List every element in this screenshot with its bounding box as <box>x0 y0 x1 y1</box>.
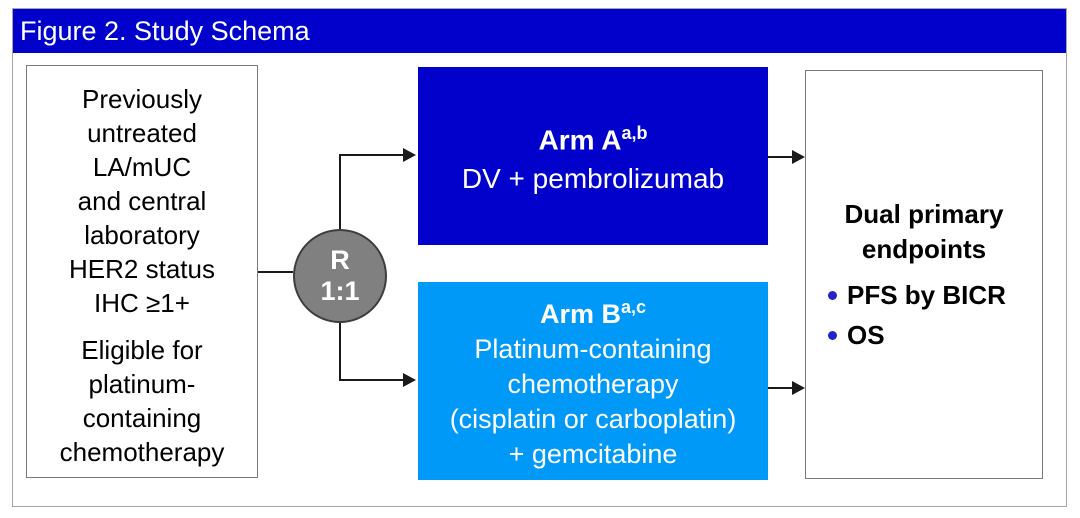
endpoints-heading-line: Dual primary <box>844 199 1004 229</box>
arm-b-name: Arm B <box>539 299 621 329</box>
endpoint-label: OS <box>847 319 885 350</box>
eligibility-line: untreated <box>87 118 197 148</box>
bullet-icon <box>828 330 837 340</box>
arm-b-title: Arm Ba,c <box>540 290 646 332</box>
eligibility-line: chemotherapy <box>59 437 225 467</box>
arrowhead-into-endpoints-top-icon <box>792 150 805 164</box>
eligibility-line: platinum- <box>88 369 196 399</box>
eligibility-line: containing <box>82 403 202 433</box>
arrowhead-into-arm-b-icon <box>403 373 416 387</box>
arm-b-treatment-line: chemotherapy <box>507 369 679 399</box>
bullet-icon <box>828 290 837 300</box>
arm-b-treatment-line: + gemcitabine <box>508 439 678 469</box>
eligibility-line: IHC ≥1+ <box>94 288 190 318</box>
endpoint-item: PFS by BICR <box>828 275 1042 315</box>
arrowhead-into-arm-a-icon <box>403 148 416 162</box>
arm-a-name: Arm A <box>538 124 622 156</box>
eligibility-line: Eligible for <box>81 335 203 365</box>
connector-arm-a-to-endpoints <box>768 156 793 158</box>
randomization-circle: R 1:1 <box>293 229 387 323</box>
eligibility-line: LA/mUC <box>92 152 192 182</box>
eligibility-line: and central <box>77 186 207 216</box>
eligibility-paragraph-2: Eligible for platinum- containing chemot… <box>27 333 257 469</box>
connector-randomization-to-arm-a-horizontal <box>339 154 403 156</box>
endpoint-item: OS <box>828 315 1042 355</box>
eligibility-box: Previously untreated LA/mUC and central … <box>26 65 258 478</box>
connector-randomization-to-arm-b-vertical <box>339 322 341 380</box>
randomization-ratio: 1:1 <box>320 276 360 306</box>
connector-randomization-to-arm-b-horizontal <box>339 379 403 381</box>
arm-a-title: Arm Aa,b <box>539 114 648 159</box>
arm-b-treatment-line: (cisplatin or carboplatin) <box>449 404 737 434</box>
arm-b-box: Arm Ba,c Platinum-containing chemotherap… <box>418 282 768 480</box>
arm-b-footnote-superscript: a,c <box>620 297 647 317</box>
arm-a-footnote-superscript: a,b <box>621 123 648 144</box>
connector-eligibility-to-randomization <box>258 271 293 273</box>
endpoints-box: Dual primary endpoints PFS by BICR OS <box>805 70 1043 479</box>
arrowhead-into-endpoints-bottom-icon <box>792 381 805 395</box>
randomization-letter: R <box>330 245 350 275</box>
endpoints-list: PFS by BICR OS <box>806 275 1042 355</box>
endpoint-label: PFS by BICR <box>847 279 1006 310</box>
eligibility-paragraph-1: Previously untreated LA/mUC and central … <box>27 82 257 320</box>
figure-title-bar: Figure 2. Study Schema <box>13 9 1066 53</box>
endpoints-heading: Dual primary endpoints <box>806 197 1042 267</box>
arm-b-treatment-line: Platinum-containing <box>474 334 712 364</box>
eligibility-line: laboratory <box>84 220 200 250</box>
arm-a-box: Arm Aa,b DV + pembrolizumab <box>418 67 768 245</box>
eligibility-line: HER2 status <box>69 254 215 284</box>
connector-arm-b-to-endpoints <box>768 387 793 389</box>
connector-randomization-to-arm-a-vertical <box>339 155 341 229</box>
eligibility-line: Previously <box>82 84 202 114</box>
figure-title: Figure 2. Study Schema <box>20 15 310 46</box>
endpoints-heading-line: endpoints <box>861 234 987 264</box>
arm-a-treatment: DV + pembrolizumab <box>461 162 725 194</box>
